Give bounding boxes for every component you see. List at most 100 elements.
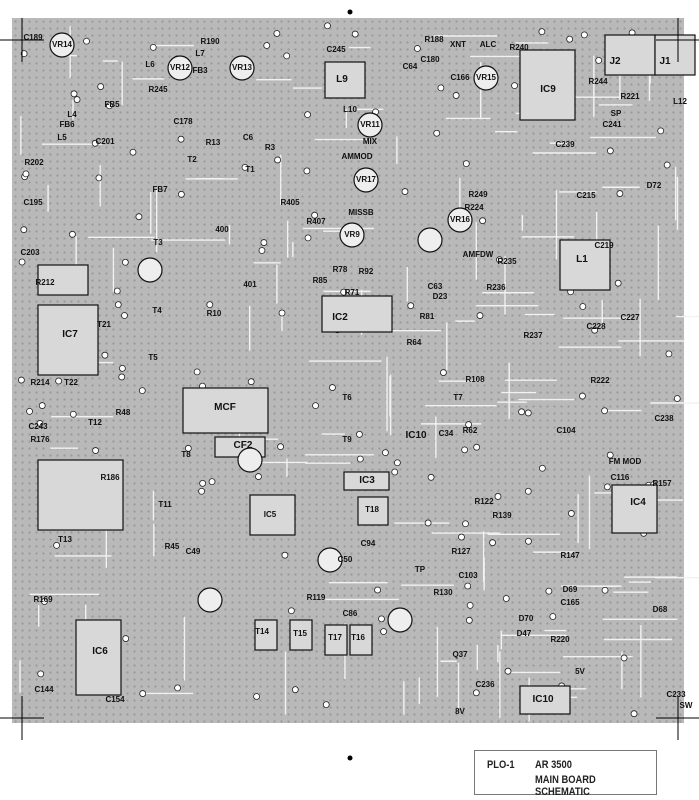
trimmer-outline: [447, 207, 473, 233]
component-label: C228: [586, 322, 606, 331]
pad: [407, 302, 415, 310]
component-label: VR16: [449, 215, 471, 224]
component-label: TP: [414, 565, 426, 574]
component-label: VR9: [344, 230, 360, 239]
pad: [121, 258, 129, 266]
component-outline: [519, 685, 571, 715]
pad: [437, 84, 445, 92]
component-label: R139: [492, 511, 512, 520]
component-label: C64: [402, 62, 418, 71]
component-label: R407: [306, 217, 326, 226]
component-label: SP: [610, 109, 622, 118]
pad: [663, 161, 671, 169]
component-label: IC6: [92, 646, 108, 657]
component-label: IC3: [359, 475, 375, 486]
pad: [525, 537, 532, 545]
component-outline: [654, 34, 696, 76]
pad: [657, 127, 665, 135]
pad: [579, 392, 586, 400]
component-label: AMMOD: [341, 152, 373, 161]
component-label: R245: [148, 85, 168, 94]
component-outline: [254, 619, 278, 651]
pad: [311, 211, 319, 219]
pad: [458, 533, 465, 541]
pad: [630, 710, 638, 718]
component-label: R237: [523, 331, 543, 340]
component-outline: [182, 387, 269, 434]
component-label: C116: [610, 473, 630, 482]
component-label: XNT: [450, 40, 466, 49]
component-label: T6: [342, 393, 352, 402]
component-label: T7: [453, 393, 463, 402]
pad: [591, 326, 599, 334]
component-label: R127: [451, 547, 471, 556]
pad: [391, 468, 399, 476]
component-label: T18: [365, 505, 379, 514]
pad: [199, 479, 207, 487]
component-label: 5V: [575, 667, 585, 676]
pad: [253, 693, 260, 700]
component-label: C178: [173, 117, 193, 126]
pad: [673, 395, 681, 402]
pad: [263, 42, 271, 49]
pad: [601, 586, 609, 594]
pad: [53, 541, 60, 549]
component-label: C104: [556, 426, 576, 435]
pad: [38, 402, 46, 409]
component-label: R157: [652, 479, 672, 488]
pad: [129, 148, 137, 156]
component-label: 8V: [455, 707, 465, 716]
component-label: MISSB: [348, 208, 374, 217]
pad: [174, 684, 181, 692]
component-label: T8: [181, 450, 191, 459]
pad: [22, 170, 30, 178]
pad: [473, 443, 481, 451]
component-label: T15: [293, 629, 307, 638]
component-outline: [75, 619, 122, 696]
component-label: R221: [620, 92, 640, 101]
component-label: C245: [326, 45, 346, 54]
pad: [340, 288, 348, 296]
component-label: R236: [486, 283, 506, 292]
trimmer-outline: [49, 32, 75, 58]
pad: [567, 510, 575, 517]
trimmer-outline: [197, 587, 223, 613]
component-outline: [37, 264, 89, 296]
component-label: VR14: [51, 40, 73, 49]
pad: [524, 487, 532, 495]
component-label: L6: [145, 60, 155, 69]
title-model: AR 3500: [535, 759, 572, 771]
component-label: R222: [590, 376, 610, 385]
pad: [566, 35, 574, 43]
pad: [433, 129, 441, 137]
component-label: IC7: [62, 329, 78, 340]
trimmer-outline: [167, 55, 193, 81]
component-label: D47: [516, 629, 532, 638]
pad: [283, 52, 291, 60]
component-outline: [37, 459, 124, 531]
title-block: PLO-1 AR 3500 MAIN BOARD SCHEMATIC: [474, 750, 657, 798]
component-label: J2: [609, 56, 621, 67]
component-label: R71: [344, 288, 360, 297]
component-label: VR15: [475, 73, 497, 82]
pad: [118, 364, 126, 372]
component-label: IC9: [540, 84, 556, 95]
component-label: R249: [468, 190, 488, 199]
pad: [278, 309, 286, 317]
component-label: MIX: [362, 137, 378, 146]
pad: [312, 402, 319, 410]
pad: [55, 377, 63, 385]
component-label: MCF: [214, 402, 236, 413]
pad: [20, 226, 28, 234]
pad: [479, 217, 487, 225]
trimmer-outline: [353, 167, 379, 193]
component-label: FB6: [59, 120, 75, 129]
pad: [113, 287, 121, 295]
component-label: C215: [576, 191, 596, 200]
pad: [356, 455, 364, 463]
pad: [73, 96, 81, 103]
component-label: R10: [206, 309, 222, 318]
component-label: R188: [424, 35, 444, 44]
component-outline: [559, 239, 611, 291]
